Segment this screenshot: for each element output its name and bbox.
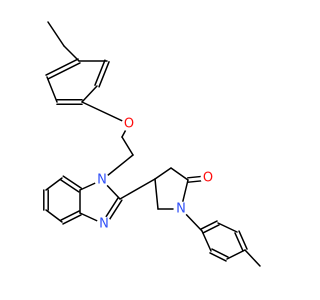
atom-label-layer: O N N N O — [94, 116, 216, 232]
lactam-ring-bond — [154, 167, 172, 180]
tolyl-ring-bond — [238, 230, 248, 250]
benzo-ring-bond — [62, 175, 82, 189]
atom-ether-oxygen: O — [121, 116, 137, 132]
atom-ether-oxygen-label: O — [124, 117, 134, 132]
lactam-ring-bond — [154, 178, 159, 210]
atom-benzimidazole-n3-label: N — [99, 217, 109, 232]
benzo-ring-bond — [60, 210, 80, 221]
ethylene-bond — [121, 136, 134, 156]
benzo-ring-bond — [60, 179, 80, 193]
atom-carbonyl-oxygen-label: O — [203, 171, 213, 186]
phenoxy-ring-bond — [94, 59, 106, 86]
tolyl-ring-bond — [211, 248, 229, 258]
lactam-ring-bond — [170, 167, 189, 181]
chemical-structure-diagram: O N N N O — [43, 21, 261, 267]
benzo-ring-bond — [62, 214, 82, 225]
benzo-ring-bond — [45, 177, 63, 191]
phenoxy-ring-bond — [98, 61, 110, 88]
atom-carbonyl-oxygen: O — [200, 170, 216, 186]
tolyl-ring-bond — [209, 252, 227, 262]
aryl-ether-bond — [81, 101, 130, 125]
ethyl-cc-bond — [47, 21, 65, 47]
tolyl-ring-bond — [226, 249, 246, 260]
phenoxy-ring-bond — [46, 76, 58, 103]
tolyl-ring-bond — [202, 224, 220, 234]
tolyl-ring-bond — [217, 222, 238, 233]
atom-lactam-nitrogen: N — [173, 201, 189, 217]
atom-benzimidazole-n1-label: N — [97, 173, 107, 188]
phenoxy-ring-bond — [45, 58, 79, 76]
linker-bond — [119, 178, 156, 200]
phenoxy-ring-bond — [81, 85, 98, 103]
ethyl-aryl-bond — [63, 45, 80, 62]
atom-lactam-nitrogen-label: N — [176, 202, 186, 217]
phenoxy-ring-bond — [47, 62, 81, 80]
atom-benzimidazole-n1: N — [94, 172, 110, 188]
tolyl-ring-bond — [201, 230, 212, 252]
tolyl-ring-bond — [234, 232, 244, 252]
bond-layer — [43, 21, 261, 267]
tolyl-ring-bond — [200, 220, 218, 230]
atom-benzimidazole-n3: N — [96, 216, 112, 232]
benzo-ring-bond — [45, 209, 63, 223]
methyl-bond — [244, 249, 261, 267]
